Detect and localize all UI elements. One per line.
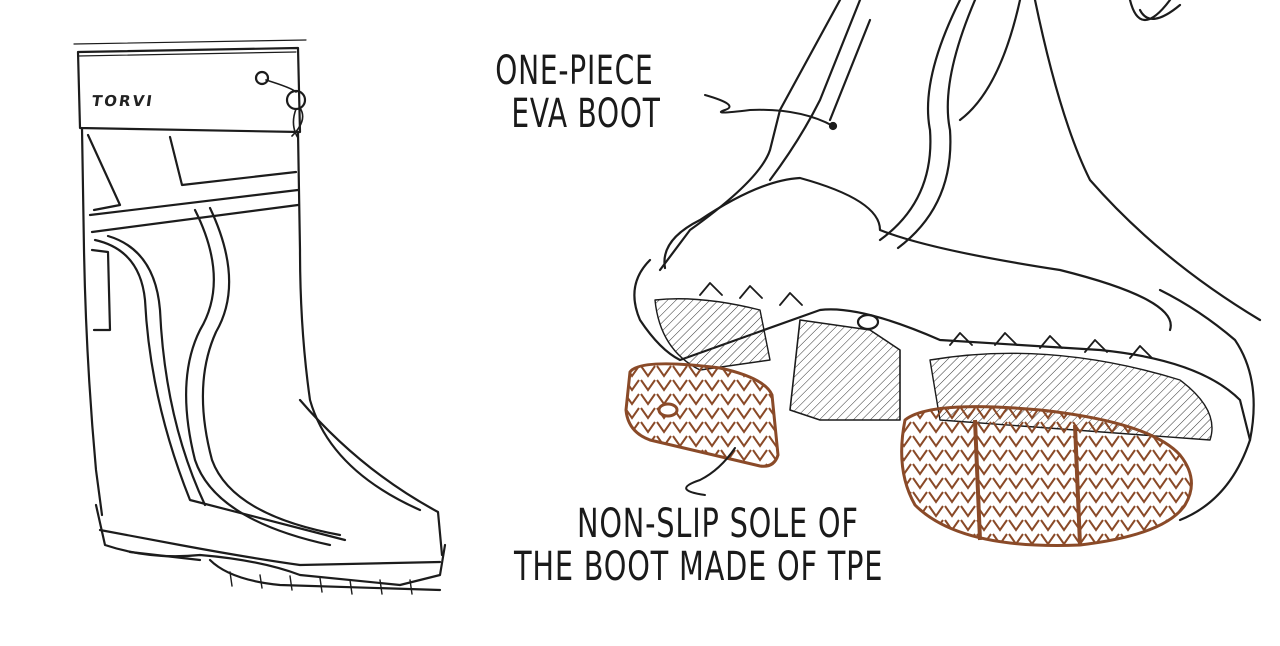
- boot-shaft: [80, 126, 422, 517]
- boot-cuff: [76, 46, 302, 134]
- drawstring-eyelet: [254, 70, 270, 86]
- callout-tpe-line1: NON-SLIP SOLE OF: [576, 501, 859, 547]
- leader-tpe: [685, 447, 736, 496]
- callout-tpe-sole: NON-SLIP SOLE OF THE BOOT MADE OF TPE: [514, 501, 884, 591]
- boot-sole: [94, 503, 447, 587]
- callout-eva-boot: ONE-PIECE EVA BOOT: [488, 48, 661, 138]
- callout-leaders: [685, 94, 834, 496]
- boot-upper: [658, 0, 1262, 322]
- sole-view-boot: [633, 0, 1262, 522]
- leader-eva: [704, 94, 834, 127]
- callout-eva-line1: ONE-PIECE: [495, 48, 654, 94]
- sole-base: [633, 258, 1252, 442]
- heel-pad: [624, 362, 780, 468]
- callout-eva-line2: EVA BOOT: [511, 91, 661, 138]
- brand-logo: TORVI: [90, 92, 155, 110]
- tpe-sole-pads: [624, 362, 1193, 547]
- side-view-boot: [73, 39, 447, 595]
- callout-tpe-line2: THE BOOT MADE OF TPE: [514, 544, 884, 591]
- boot-toe: [298, 398, 444, 557]
- drawstring-toggle: [285, 89, 307, 111]
